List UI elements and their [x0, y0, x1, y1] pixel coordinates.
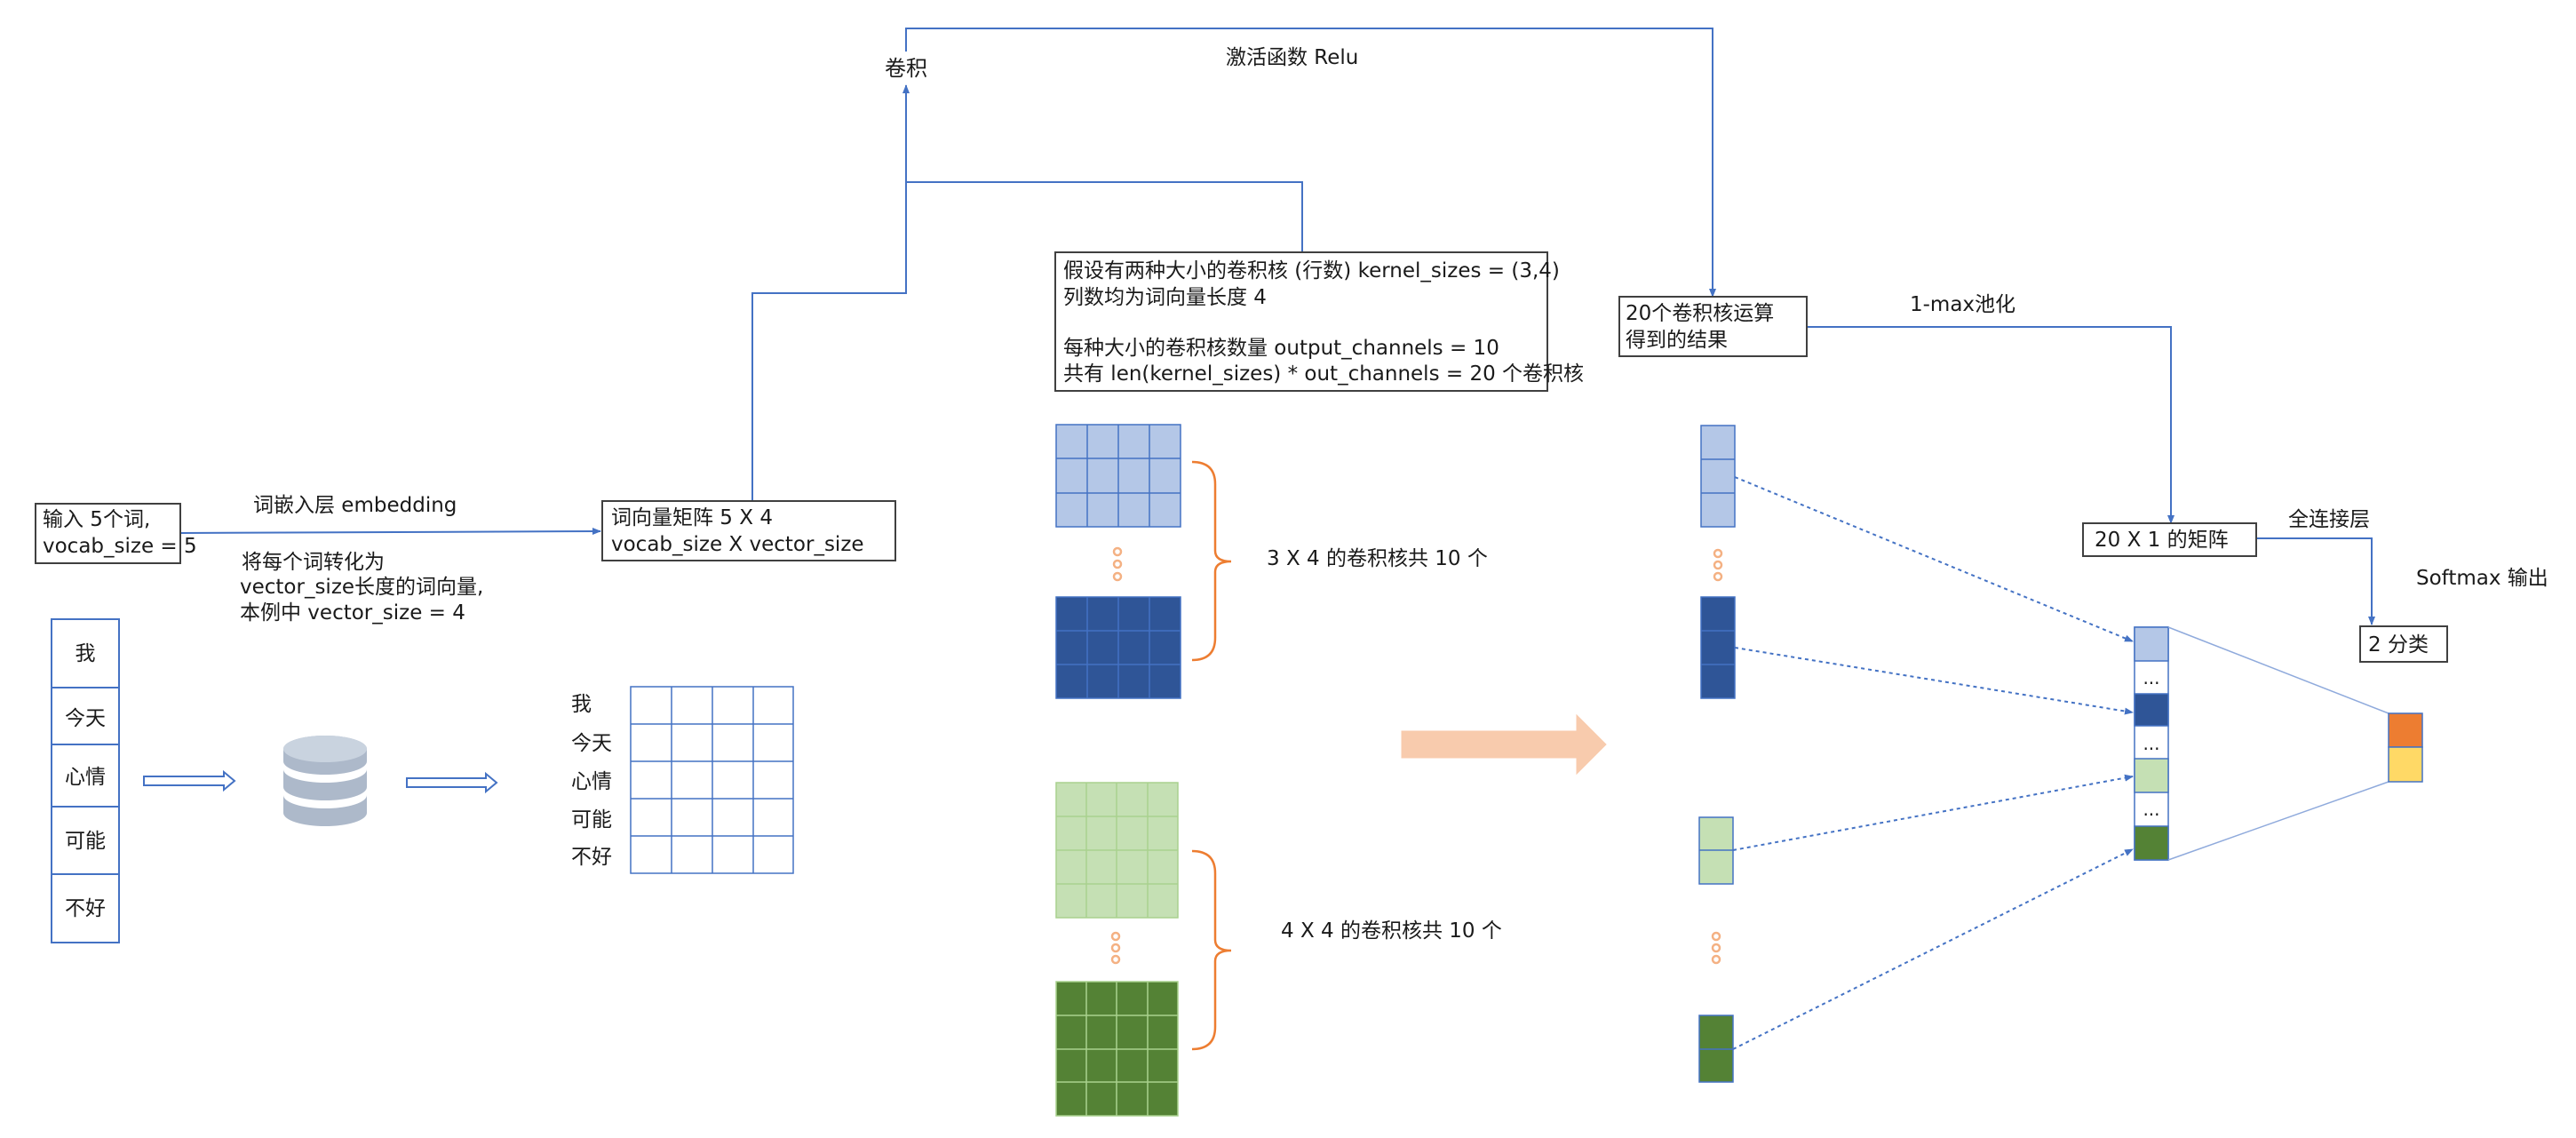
embedding-layer-label: 词嵌入层 embedding [253, 494, 457, 517]
pooled-box: 20 X 1 的矩阵 [2082, 522, 2257, 557]
kernel-ellipsis-dots-1 [1112, 546, 1123, 582]
grid-row-label: 可能 [571, 808, 612, 832]
kernel-light-blue-3x4 [1055, 424, 1181, 528]
grid-row-label: 不好 [571, 846, 612, 869]
pooled-ellipsis: ... [2143, 799, 2159, 820]
result-box-line-2: 得到的结果 [1626, 329, 1728, 352]
embedding-desc-line-3: 本例中 vector_size = 4 [240, 601, 465, 625]
pooled-box-label: 20 X 1 的矩阵 [2095, 529, 2229, 552]
fc-lines [2167, 626, 2389, 861]
pooling-label: 1-max池化 [1910, 293, 2015, 316]
feature-ellipsis-dots-1 [1713, 548, 1723, 582]
word-list-item: 不好 [65, 897, 106, 920]
kernel-desc-line-4: 每种大小的卷积核数量 output_channels = 10 [1063, 337, 1499, 360]
database-icon [283, 736, 367, 826]
word-list: 我 今天 心情 可能 不好 [51, 618, 120, 943]
bracket-4x4 [1191, 849, 1232, 1051]
feature-ellipsis-dots-2 [1711, 931, 1721, 965]
activation-label: 激活函数 Relu [1226, 46, 1358, 69]
pool-arrow-2 [1734, 647, 2134, 715]
pool-arrow-1 [1734, 476, 2134, 642]
grid-row-label: 今天 [571, 732, 612, 755]
fully-connected-label: 全连接层 [2288, 508, 2370, 531]
output-class-1 [2388, 712, 2423, 748]
kernel-ellipsis-dots-2 [1110, 931, 1121, 965]
kernel-desc-line-1: 假设有两种大小的卷积核 (行数) kernel_sizes = (3,4) [1063, 259, 1560, 283]
connector-kernels-to-conv [906, 181, 1303, 252]
conv-label: 卷积 [885, 56, 927, 81]
word-list-item: 心情 [65, 766, 106, 789]
kernel-dark-blue-3x4 [1055, 596, 1181, 699]
matrix-box-line-2: vocab_size X vector_size [611, 533, 864, 556]
kernel-desc-box: 假设有两种大小的卷积核 (行数) kernel_sizes = (3,4) 列数… [1054, 251, 1584, 392]
matrix-box-line-1: 词向量矩阵 5 X 4 [611, 506, 773, 529]
input-box-line-1: 输入 5个词, [43, 508, 150, 531]
pooled-ellipsis: ... [2143, 733, 2159, 754]
kernel-desc-line-5: 共有 len(kernel_sizes) * out_channels = 20… [1063, 362, 1584, 386]
grid-row-label: 心情 [571, 770, 612, 793]
big-transform-arrow [1401, 713, 1607, 776]
bracket-3x4 [1191, 460, 1232, 662]
output-class-2 [2388, 746, 2423, 783]
hollow-arrow-1 [143, 769, 236, 792]
kernel4-count-label: 4 X 4 的卷积核共 10 个 [1281, 919, 1502, 943]
classes-box-label: 2 分类 [2368, 633, 2429, 657]
kernel-light-green-4x4 [1055, 782, 1179, 919]
pool-arrows [1732, 476, 2134, 1050]
feature-map-dark-green [1698, 1015, 1734, 1083]
connector-input-to-matrix [179, 528, 601, 536]
connectors [179, 28, 2375, 625]
output-neurons [2388, 712, 2423, 783]
softmax-label: Softmax 输出 [2416, 567, 2548, 590]
feature-map-dark-blue [1700, 596, 1736, 699]
feature-map-light-green [1698, 816, 1734, 885]
result-box: 20个卷积核运算 得到的结果 [1618, 296, 1808, 357]
pool-arrow-3 [1732, 774, 2134, 851]
connector-results-to-pooled [1807, 326, 2174, 524]
connector-conv-to-results [905, 28, 1716, 298]
result-box-line-1: 20个卷积核运算 [1626, 302, 1774, 325]
kernel-desc-line-2: 列数均为词向量长度 4 [1063, 286, 1267, 309]
embedding-desc-line-2: vector_size长度的词向量, [240, 576, 483, 599]
hollow-arrow-2 [406, 771, 498, 794]
connector-matrix-to-conv [751, 84, 910, 501]
feature-map-light-blue [1700, 425, 1736, 528]
pooled-ellipsis: ... [2143, 667, 2159, 688]
pool-arrow-4 [1732, 848, 2134, 1050]
word-list-item: 今天 [65, 707, 106, 730]
kernel3-count-label: 3 X 4 的卷积核共 10 个 [1267, 547, 1488, 570]
matrix-box: 词向量矩阵 5 X 4 vocab_size X vector_size [601, 500, 896, 561]
classes-box: 2 分类 [2359, 625, 2448, 663]
input-box-line-2: vocab_size = 5 [43, 535, 197, 558]
connector-pooled-to-classes [2256, 537, 2375, 625]
word-list-item: 我 [76, 642, 96, 665]
input-box: 输入 5个词, vocab_size = 5 [35, 503, 197, 564]
kernel-dark-green-4x4 [1055, 981, 1179, 1117]
grid-row-label: 我 [571, 693, 592, 716]
pooled-vector: ... ... ... [2134, 626, 2169, 861]
embedding-grid: 我 今天 心情 可能 不好 [571, 686, 794, 874]
word-list-item: 可能 [65, 830, 106, 853]
embedding-desc-line-1: 将每个词转化为 [242, 551, 385, 574]
